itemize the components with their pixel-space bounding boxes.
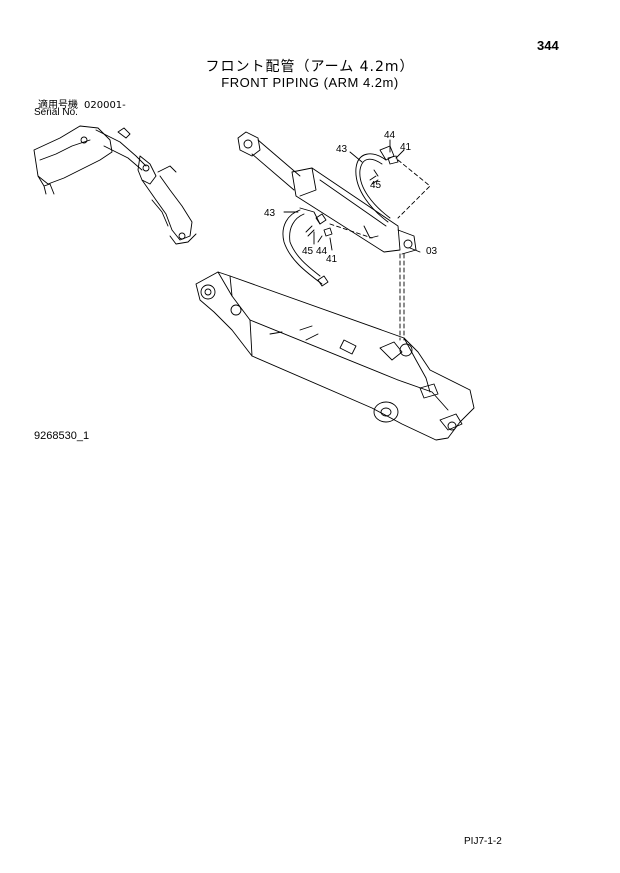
callout-43-top: 43	[336, 144, 348, 155]
callout-45-left: 45	[302, 246, 314, 257]
serial-label-jp: 適用号機	[38, 100, 78, 111]
callout-41-top: 41	[400, 142, 412, 153]
serial-value: 020001-	[84, 100, 126, 111]
arm-cylinder	[237, 131, 417, 255]
guide-lines	[329, 159, 431, 341]
callout-leaders	[283, 139, 421, 253]
page-number: 344	[537, 38, 559, 53]
callout-41-left: 41	[326, 254, 338, 265]
footer-code: PIJ7-1-2	[464, 836, 502, 847]
serial-label-en: Serial No.	[34, 107, 78, 118]
serial-line-jp: 適用号機 020001-	[38, 96, 126, 111]
hose-43-left	[282, 207, 329, 287]
callout-44-left: 44	[316, 246, 328, 257]
hose-43-upper	[355, 145, 395, 223]
callout-43-left: 43	[264, 208, 276, 219]
fittings	[305, 155, 399, 237]
page-title-en: FRONT PIPING (ARM 4.2m)	[221, 75, 399, 90]
drawing-code: 9268530_1	[34, 430, 90, 442]
callout-45-top: 45	[370, 180, 382, 191]
page-title-jp: フロント配管（アーム 4.2m）	[205, 59, 415, 75]
callout-44-top: 44	[384, 130, 396, 141]
arm-body	[195, 271, 475, 441]
excavator-overview-sketch	[33, 125, 197, 245]
callout-03: 03	[426, 246, 438, 257]
